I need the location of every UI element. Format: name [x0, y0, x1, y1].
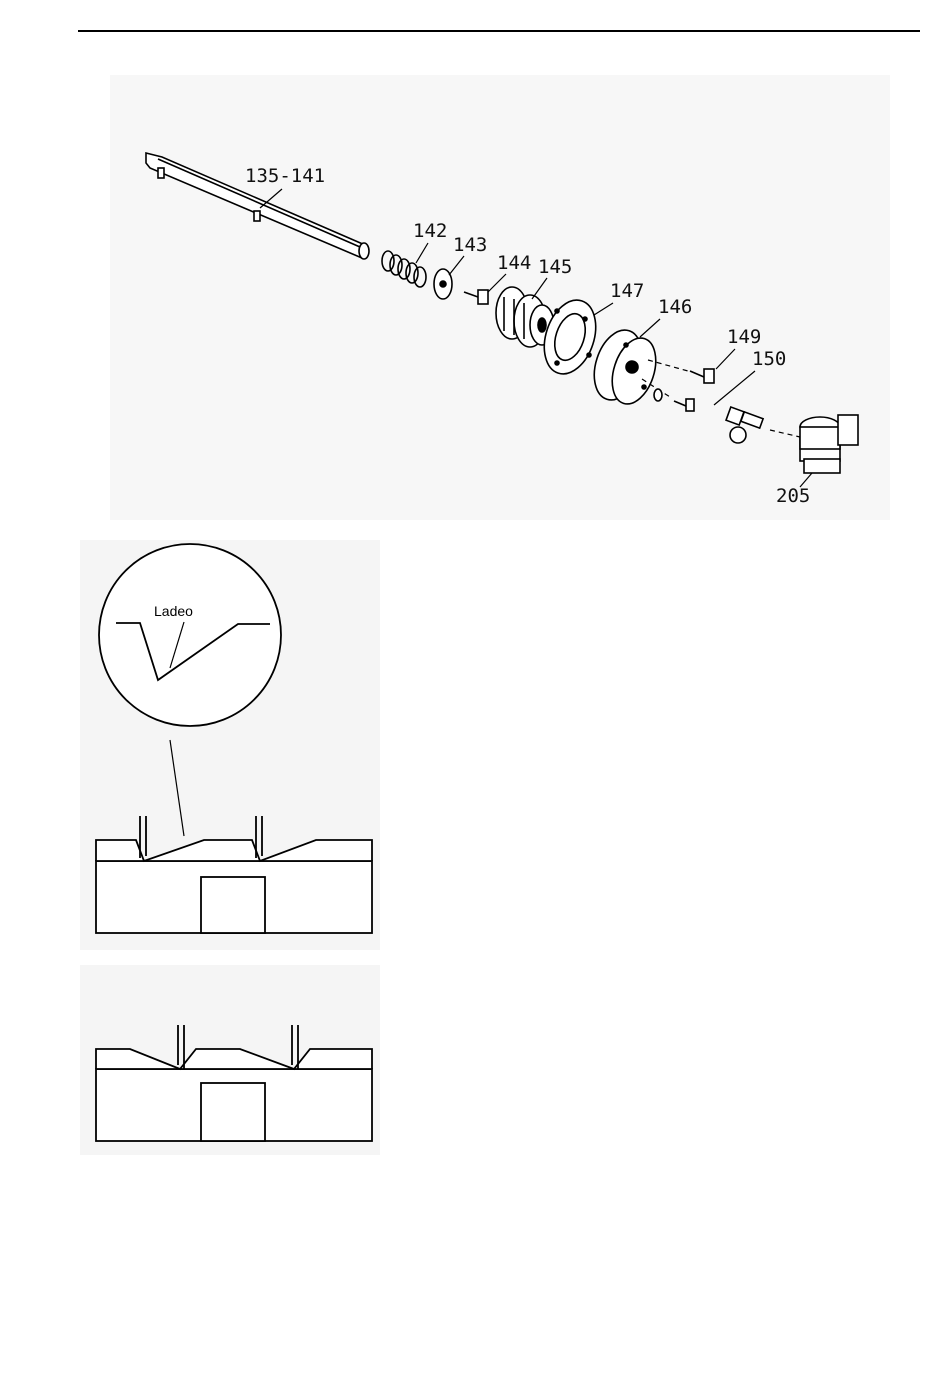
- tooth-block-diagram-2: [80, 965, 380, 1155]
- callout-screw: 144: [497, 252, 531, 274]
- header-rule: [78, 30, 920, 32]
- callout-valve: 205: [776, 485, 810, 507]
- ladeo-label: Ladeo: [154, 603, 193, 619]
- callout-wheel: 146: [658, 296, 692, 318]
- callout-hub: 145: [538, 256, 572, 278]
- callout-disk: 147: [610, 280, 644, 302]
- exploded-parts-diagram: 135-141 142 143 144 145: [110, 75, 890, 520]
- callout-shaft: 135-141: [245, 165, 325, 187]
- tooth-detail-diagram: Ladeo: [80, 540, 380, 950]
- callout-bolt: 149: [727, 326, 761, 348]
- magnifier-circle: [99, 544, 281, 726]
- callout-fitting: 150: [752, 348, 786, 370]
- callout-washer: 143: [453, 234, 487, 256]
- washer-part: [434, 269, 452, 299]
- callout-spring: 142: [413, 220, 447, 242]
